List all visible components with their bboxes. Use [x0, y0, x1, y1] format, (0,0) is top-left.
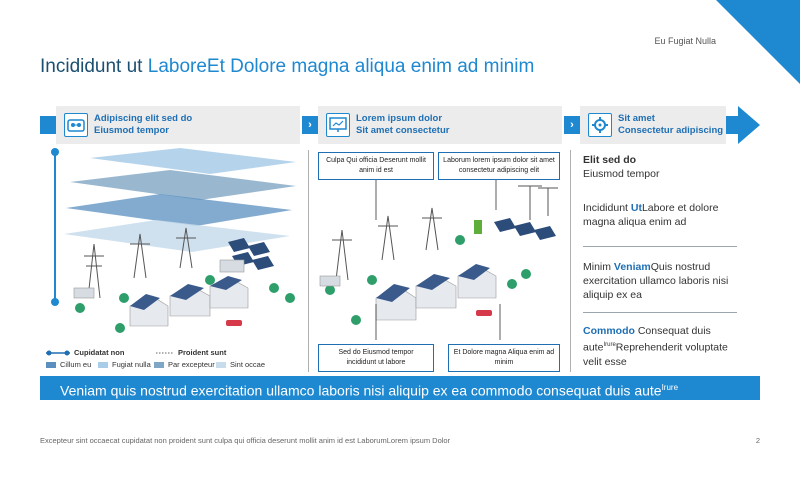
right-block-3-text: Quis nostrud exercitation ullamco labori… [583, 261, 729, 301]
title-part-1: Incididunt ut [40, 56, 148, 77]
legend-swatch-label: Sint occae [230, 360, 266, 369]
corner-decoration [716, 0, 800, 84]
callout-bottom-left: Sed do Eiusmod tempor incididunt ut labo… [318, 344, 434, 372]
right-block-4-text-a: Consequat duis aute [583, 325, 711, 354]
legend-swatch-item: Par excepteur [154, 360, 215, 369]
right-block-2-text: Labore et dolore magna aliqua enim ad [583, 202, 719, 228]
step-3-line-1: Sit amet [618, 113, 655, 124]
step-2-line-1: Lorem ipsum dolor [356, 113, 443, 124]
banner-text: Veniam quis nostrud exercitation ullamco… [60, 382, 662, 399]
legend-solid-label: Cupidatat non [74, 348, 125, 357]
step-1-line-1: Adipiscing elit sed do [94, 113, 193, 124]
legend-swatch [98, 361, 108, 368]
chevron-right-icon: › [564, 116, 580, 134]
legend-swatch-item: Cillum eu [46, 360, 91, 369]
step-3-line-2: Consectetur adipiscing [618, 125, 724, 136]
layer-scale-dot [51, 148, 59, 156]
page-title: Incididunt ut LaboreEt Dolore magna aliq… [40, 56, 534, 78]
right-block-2-pre: Incididunt [583, 202, 631, 214]
right-block-3-pre: Minim [583, 261, 614, 273]
right-block-1-text: Eiusmod tempor [583, 168, 660, 180]
step-2-line-2: Sit amet consectetur [356, 125, 450, 136]
callout-bottom-right: Et Dolore magna Aliqua enim ad minim [448, 344, 560, 372]
grid-scene-illustration [319, 180, 558, 340]
top-label: Eu Fugiat Nulla [654, 36, 716, 46]
legend-dotted: Proident sunt [156, 348, 226, 357]
flow-arrow-body [726, 116, 740, 134]
right-block-2-highlight: Ut [630, 202, 642, 214]
monitor-analytics-icon [326, 113, 350, 137]
step-lead-marker [40, 116, 56, 134]
legend-dotted-label: Proident sunt [178, 348, 227, 357]
flow-arrow-icon [738, 106, 760, 144]
right-separator [583, 312, 737, 313]
legend-swatch [216, 361, 226, 368]
banner-sup: Irure [661, 383, 679, 392]
grid-network-icon [64, 113, 88, 137]
callout-top-left: Culpa Qui officia Deserunt mollit anim i… [318, 152, 434, 180]
legend-swatch-item: Sint occae [216, 360, 265, 369]
column-divider [308, 150, 309, 372]
legend-swatch-label: Fugiat nulla [112, 360, 151, 369]
energy-layers-illustration [64, 148, 296, 333]
right-block-1: Elit sed do Eiusmod tempor [583, 153, 743, 181]
right-block-3-highlight: Veniam [613, 261, 651, 273]
callout-top-right: Laborum lorem ipsum dolor sit amet conse… [438, 152, 560, 180]
right-block-4-text-b: Reprehenderit voluptate velit esse [583, 341, 728, 368]
right-block-3: Minim VeniamQuis nostrud exercitation ul… [583, 260, 743, 302]
page-number: 2 [755, 436, 760, 445]
right-block-4-highlight: Commodo [583, 325, 635, 337]
legend-swatch-label: Par excepteur [168, 360, 215, 369]
legend-swatch [46, 361, 56, 368]
gear-flow-icon [588, 113, 612, 137]
legend-swatch-item: Fugiat nulla [98, 360, 151, 369]
layer-scale-dot [51, 298, 59, 306]
footer-note: Excepteur sint occaecat cupidatat non pr… [40, 436, 451, 445]
column-divider [570, 150, 571, 372]
summary-banner: Veniam quis nostrud exercitation ullamco… [40, 376, 760, 400]
title-part-2: LaboreEt Dolore magna aliqua enim ad min… [147, 56, 535, 77]
legend-solid: Cupidatat non [46, 348, 124, 357]
chevron-right-icon: › [302, 116, 318, 134]
right-block-4-sup: Irure [603, 342, 616, 348]
step-1-line-2: Eiusmod tempor [94, 125, 169, 136]
legend-swatch [154, 361, 164, 368]
layer-scale-line [54, 152, 56, 300]
right-block-4: Commodo Consequat duis auteIrureReprehen… [583, 324, 743, 369]
right-block-1-title: Elit sed do [583, 154, 637, 166]
right-block-2: Incididunt UtLabore et dolore magna aliq… [583, 201, 743, 229]
legend-swatch-label: Cillum eu [60, 360, 92, 369]
right-separator [583, 246, 737, 247]
